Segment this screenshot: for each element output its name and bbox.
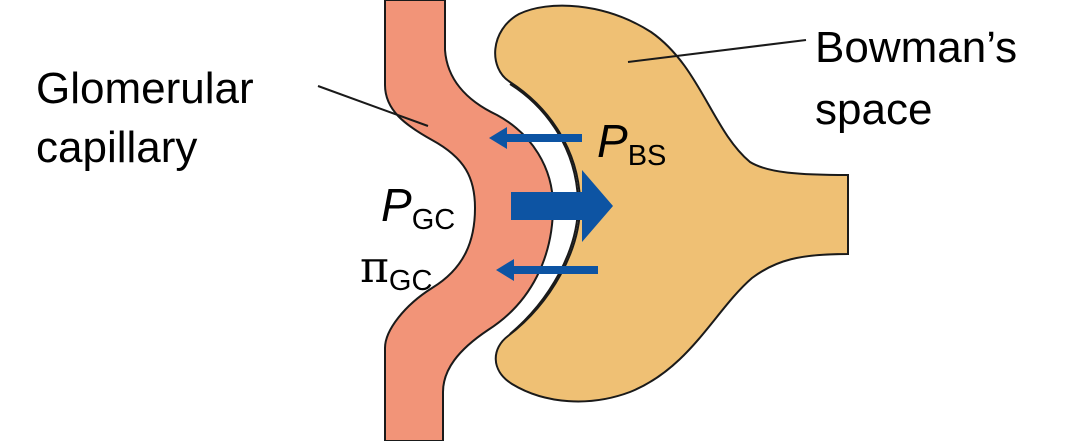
glomerular-label-line2: capillary bbox=[36, 123, 197, 172]
glomerular-label-line1: Glomerular bbox=[36, 64, 254, 113]
p-bs-subscript: BS bbox=[628, 140, 667, 172]
arrow-pgc-right bbox=[511, 170, 613, 242]
glomerular-capillary-shape bbox=[384, 0, 555, 442]
p-bs-label: PBS bbox=[597, 115, 666, 172]
p-gc-symbol: P bbox=[381, 179, 412, 231]
bowman-leader-line bbox=[627, 39, 807, 63]
p-gc-subscript: GC bbox=[412, 204, 456, 236]
pi-gc-symbol: π bbox=[360, 242, 389, 293]
p-gc-label: PGC bbox=[381, 179, 455, 236]
arrow-pigc-left bbox=[496, 259, 598, 281]
pi-gc-subscript: GC bbox=[389, 265, 433, 297]
pi-gc-label: πGC bbox=[360, 242, 432, 297]
glomerular-leader-line bbox=[317, 85, 429, 127]
bowman-label-line1: Bowman’s bbox=[815, 23, 1017, 72]
arrow-pbs-left bbox=[489, 127, 582, 149]
bowmans-space-shape bbox=[494, 4, 849, 403]
p-bs-symbol: P bbox=[597, 115, 628, 167]
bowman-label-line2: space bbox=[815, 85, 932, 134]
